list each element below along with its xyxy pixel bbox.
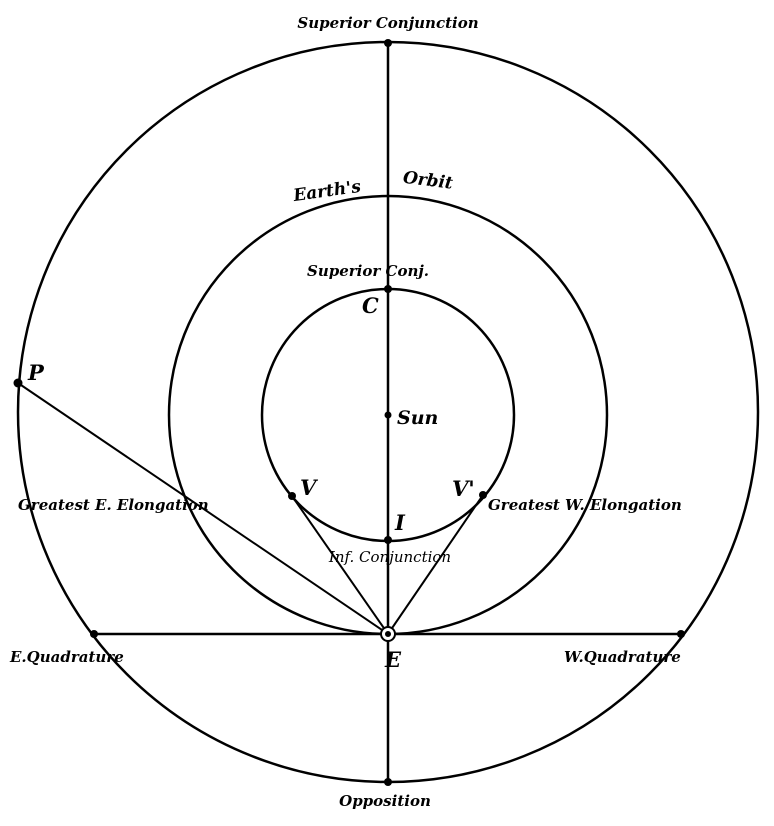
point-i [384,536,392,544]
point-v [288,492,296,500]
e-quadrature-label: E.Quadrature [9,648,124,666]
line-e-to-p [17,382,389,635]
opposition-label: Opposition [339,792,431,810]
i-label: I [394,510,406,535]
c-label: C [362,293,379,318]
sun-point [384,411,392,419]
inf-conjunction-label: Inf. Conjunction [328,548,451,566]
line-e-to-v-prime [387,494,484,635]
w-quadrature-point [677,630,685,638]
point-p [13,378,23,388]
orbit-label: Orbit [402,168,454,194]
v-label: V [300,475,319,500]
e-label: E [384,647,402,672]
point-v-prime [479,491,487,499]
point-c [384,285,392,293]
v-prime-label: V' [452,476,475,501]
e-quadrature-point [90,630,98,638]
superior-conjunction-point [384,39,392,47]
p-label: P [27,360,45,385]
superior-conjunction-label: Superior Conjunction [297,14,478,32]
earths-label: Earth's [291,177,362,206]
opposition-point [384,778,392,786]
superior-conj-label: Superior Conj. [307,262,429,280]
sun-label: Sun [397,407,438,429]
line-e-to-v [291,495,389,635]
greatest-w-elongation-label: Greatest W. Elongation [488,496,682,514]
earth-point [385,631,391,637]
greatest-e-elongation-label: Greatest E. Elongation [18,496,209,514]
w-quadrature-label: W.Quadrature [564,648,681,666]
